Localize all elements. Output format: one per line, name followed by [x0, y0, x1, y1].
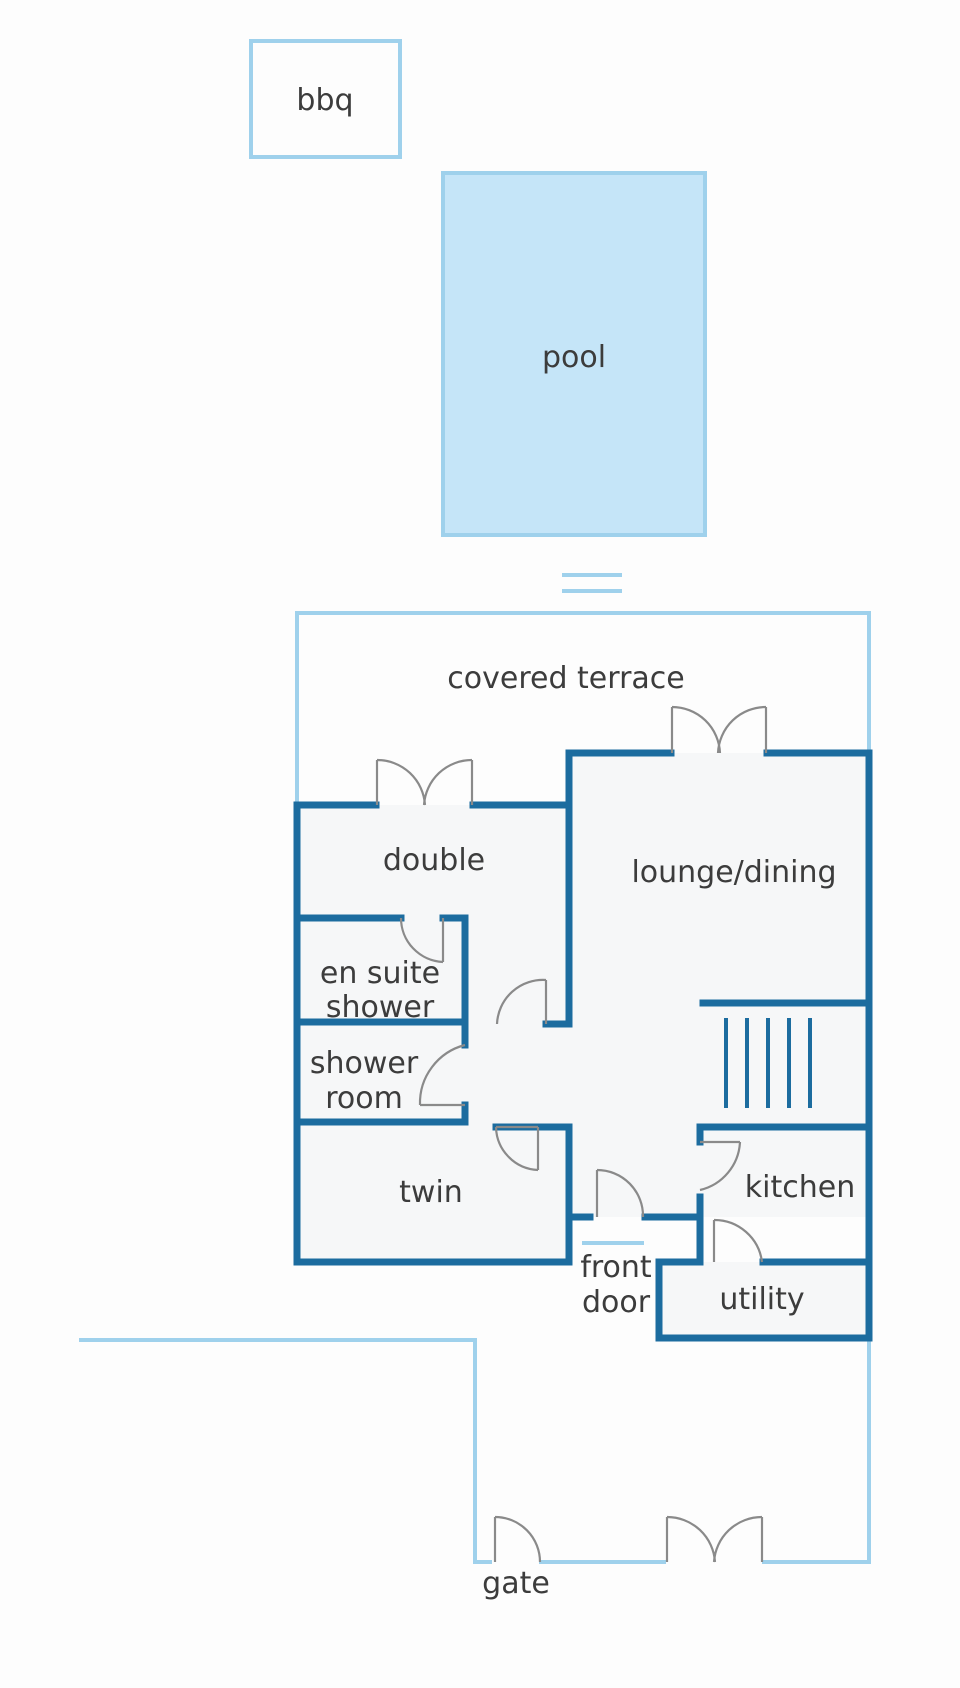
- pool-label: pool: [542, 340, 606, 375]
- kitchen-door: [699, 1140, 742, 1192]
- house-walls: [293, 749, 873, 1342]
- courtyard-double-gate: [665, 1515, 764, 1563]
- double-label: double: [383, 843, 485, 878]
- shower-room-label-line2: room: [325, 1081, 403, 1116]
- gate-door: [493, 1515, 542, 1563]
- bbq-label: bbq: [296, 83, 353, 118]
- lounge-terrace-door: [670, 705, 768, 754]
- staircase: [724, 1018, 812, 1108]
- pool-steps: [562, 573, 622, 593]
- pool-area: pool: [441, 171, 707, 537]
- courtyard-outline: [79, 1338, 492, 1564]
- twin-door: [494, 1125, 540, 1172]
- utility-label: utility: [719, 1282, 804, 1317]
- en-suite-label-line2: shower: [326, 990, 435, 1025]
- house-floor: [297, 753, 869, 1338]
- covered-terrace-outline: [295, 611, 871, 805]
- shower-room-label-line1: shower: [310, 1046, 419, 1081]
- en-suite-label-line1: en suite: [320, 956, 440, 991]
- courtyard-wall-right: [762, 1340, 871, 1564]
- utility-door: [712, 1218, 764, 1263]
- front-door-label-line2: door: [582, 1285, 651, 1320]
- double-corridor-door: [495, 978, 548, 1025]
- shower-room-door: [418, 1043, 466, 1107]
- kitchen-label: kitchen: [745, 1170, 855, 1205]
- twin-label: twin: [399, 1175, 463, 1210]
- front-door-label-line1: front: [580, 1250, 652, 1285]
- lounge-dining-label: lounge/dining: [631, 855, 836, 890]
- double-terrace-door: [375, 758, 474, 806]
- bbq-area: bbq: [249, 39, 402, 159]
- covered-terrace-label: covered terrace: [447, 661, 684, 696]
- en-suite-door: [399, 917, 445, 964]
- gate-label: gate: [482, 1566, 550, 1601]
- front-door: [595, 1168, 645, 1218]
